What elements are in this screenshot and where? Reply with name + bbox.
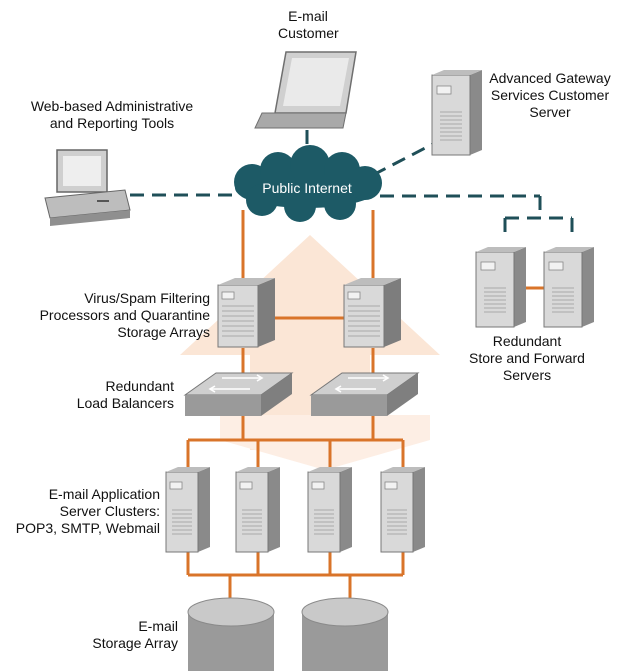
storage-array-label: E-mail Storage Array	[92, 618, 178, 651]
web-admin-tools-label: Web-based Administrative and Reporting T…	[30, 98, 194, 131]
load-balancer-1	[183, 372, 294, 416]
public-internet-label: Public Internet	[262, 180, 352, 196]
app-server-2	[235, 467, 280, 553]
load-balancers-label: Redundant Load Balancers	[76, 378, 174, 411]
storage-disk-1	[187, 597, 275, 671]
inbound-arrow-shape	[180, 235, 440, 450]
redundant-store-label: Redundant Store and Forward Servers	[469, 333, 585, 383]
store-forward-server-2	[543, 247, 594, 328]
virus-spam-label: Virus/Spam Filtering Processors and Quar…	[39, 290, 210, 340]
laptop-icon	[254, 51, 357, 129]
app-server-3	[307, 467, 352, 553]
public-internet-cloud	[234, 145, 382, 222]
email-customer-label: E-mail Customer	[278, 8, 339, 41]
storage-disk-2	[301, 597, 389, 671]
dashed-links	[130, 128, 574, 240]
app-clusters-label: E-mail Application Server Clusters: POP3…	[15, 486, 160, 536]
load-balancer-2	[309, 372, 420, 416]
app-server-1	[165, 467, 210, 553]
filtering-server-2	[343, 278, 401, 348]
desktop-computer-icon	[44, 149, 131, 226]
app-server-4	[380, 467, 425, 553]
outbound-arrow-shape	[220, 415, 430, 470]
filtering-server-1	[217, 278, 275, 348]
gateway-server-icon	[431, 70, 482, 156]
store-forward-server-1	[475, 247, 526, 328]
advanced-gateway-label: Advanced Gateway Services Customer Serve…	[489, 70, 611, 120]
